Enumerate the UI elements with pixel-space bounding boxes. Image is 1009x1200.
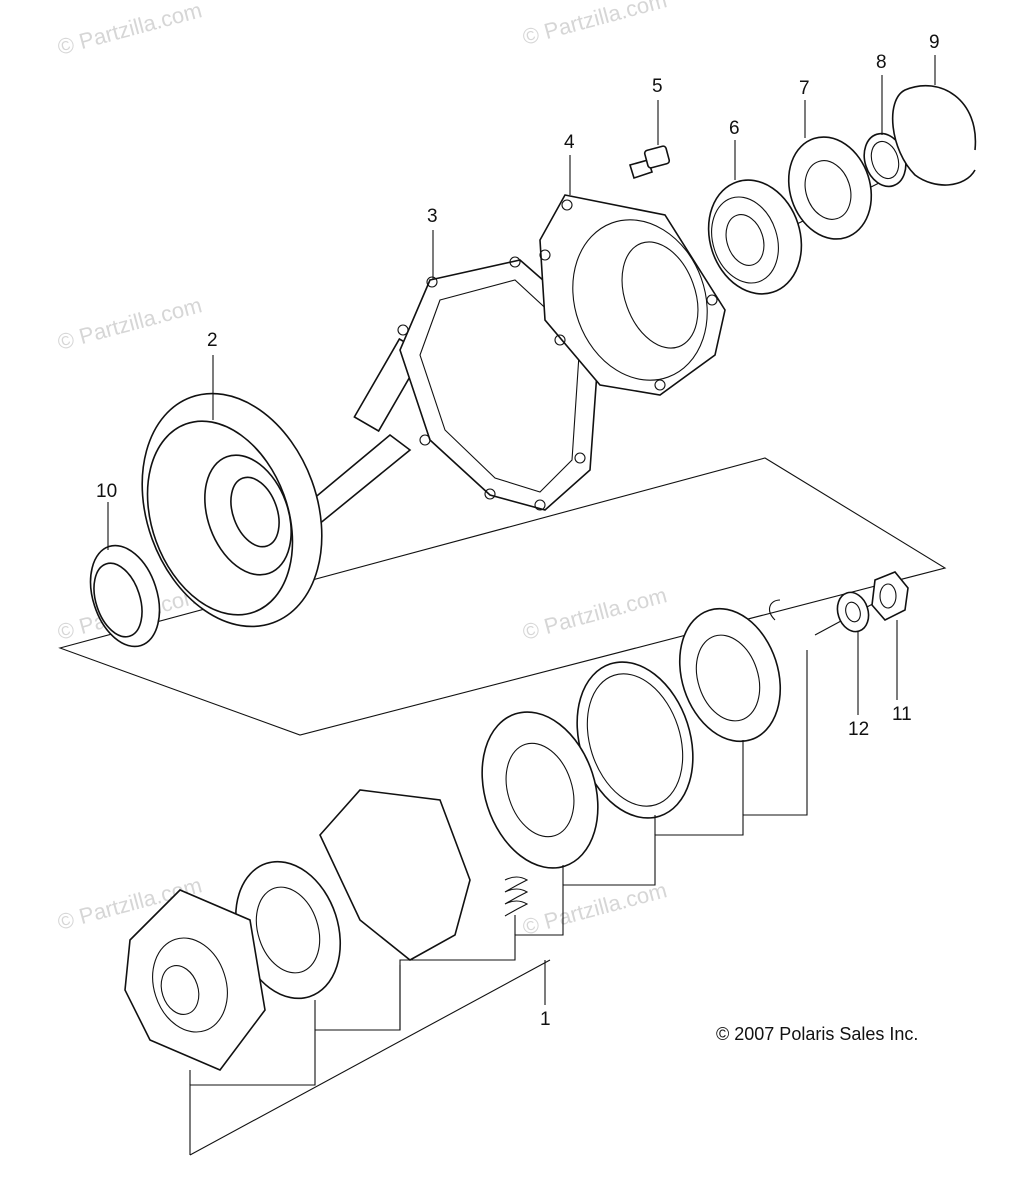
watermark: © Partzilla.com (55, 0, 205, 60)
callout-12: 12 (848, 719, 869, 740)
assembly-outline (58, 457, 947, 736)
callout-11: 11 (892, 704, 912, 725)
part-4-cover (539, 194, 726, 396)
callout-5: 5 (652, 76, 663, 97)
callout-9: 9 (929, 32, 940, 53)
part-11-nut (871, 571, 909, 621)
part-6-bearing (707, 179, 803, 295)
part-7-washer (787, 136, 873, 240)
leader-lines (107, 55, 936, 1156)
callout-10: 10 (96, 481, 117, 502)
part-10-seal (89, 544, 161, 648)
part-1-clutch-assembly (124, 599, 782, 1071)
callouts: 1 2 3 4 5 6 7 8 9 10 11 12 (96, 32, 940, 1030)
part-9-snap-ring (891, 84, 977, 186)
callout-8: 8 (876, 52, 887, 73)
part-2-drum-shaft (141, 337, 425, 628)
copyright-notice: © 2007 Polaris Sales Inc. (716, 1024, 918, 1044)
watermark: © Partzilla.com (55, 292, 205, 355)
watermark: © Partzilla.com (520, 877, 670, 940)
watermark: © Partzilla.com (520, 0, 670, 50)
callout-3: 3 (427, 206, 438, 227)
part-5-bolt (628, 145, 671, 180)
callout-2: 2 (207, 330, 218, 351)
callout-4: 4 (564, 132, 575, 153)
callout-6: 6 (729, 118, 740, 139)
part-12-washer (836, 591, 870, 633)
callout-7: 7 (799, 78, 810, 99)
watermark: © Partzilla.com (520, 582, 670, 645)
callout-1: 1 (540, 1009, 551, 1030)
